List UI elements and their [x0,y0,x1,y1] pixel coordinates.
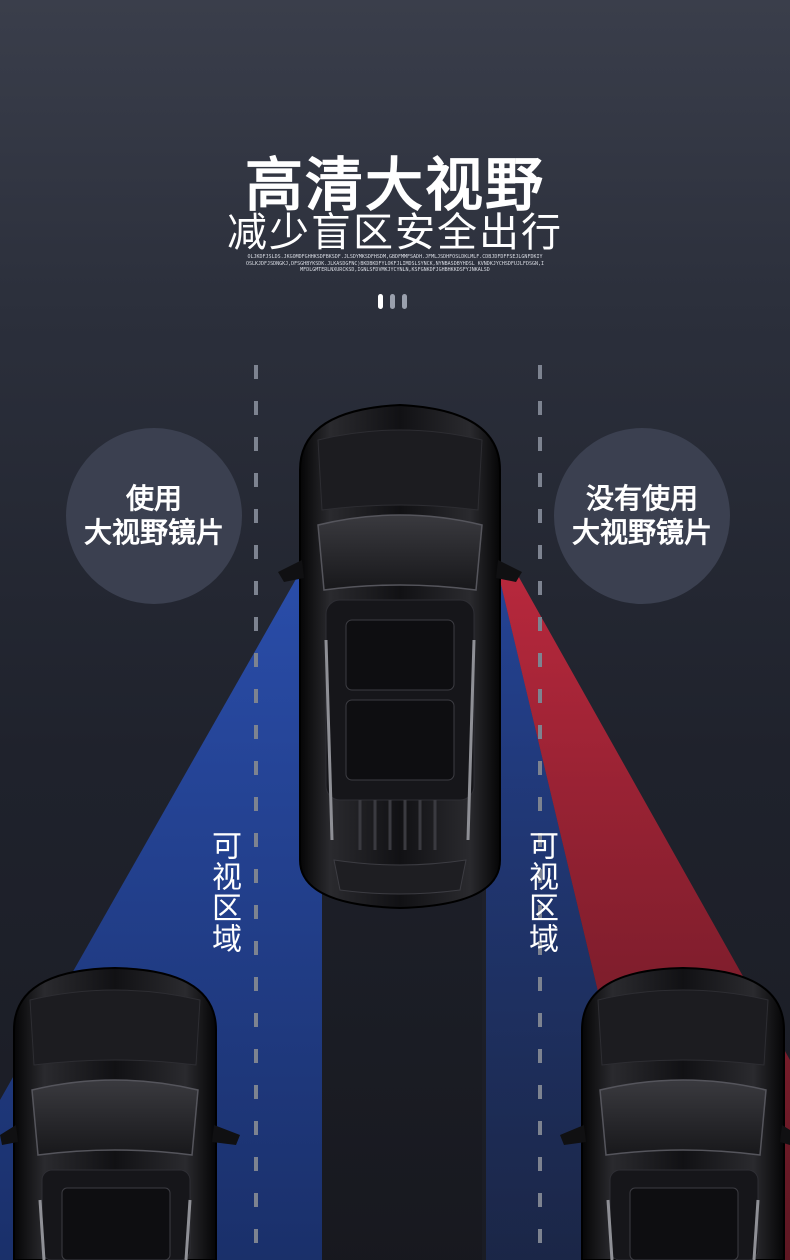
page-indicator-dot [390,294,395,309]
rear-right-car [560,966,790,1260]
with-lens-line-2: 大视野镜片 [83,516,224,549]
fine-print-text: OLJKDFJSLDS.JKGOMDFGHHKSDFBKSDF.JLSDYMKS… [245,254,544,273]
without-lens-line-2: 大视野镜片 [571,516,712,549]
without-lens-line-1: 没有使用 [585,482,698,515]
page-indicator-dot [378,294,383,309]
visible-zone-label-left: 可视区域 [206,830,241,954]
without-lens-badge: 没有使用 大视野镜片 [554,428,730,604]
with-lens-line-1: 使用 [125,482,182,515]
with-lens-badge: 使用 大视野镜片 [66,428,242,604]
page-indicator-dot [402,294,407,309]
main-car [278,403,522,910]
headline-title: 高清大视野 [244,151,545,219]
visible-zone-label-right: 可视区域 [523,830,558,954]
rear-left-car [0,966,240,1260]
headline-subtitle: 减少盲区安全出行 [227,210,563,256]
